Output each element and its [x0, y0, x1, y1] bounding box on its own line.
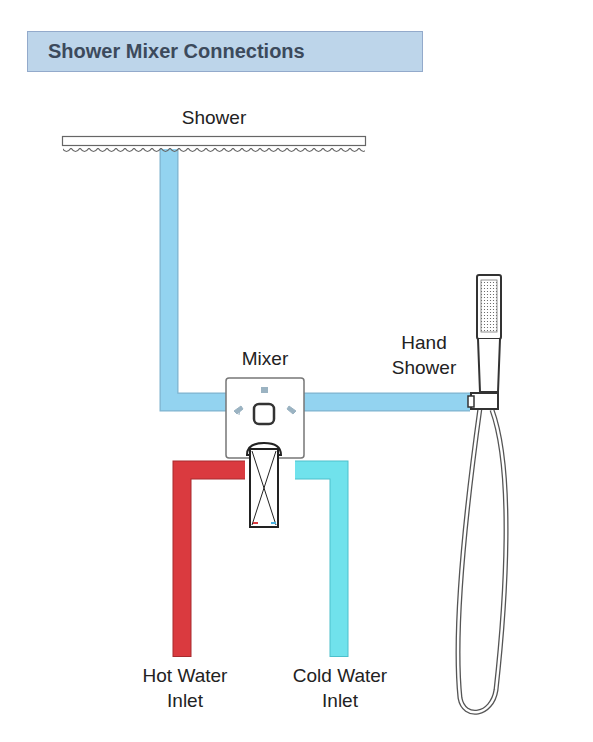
shower-plate [63, 137, 366, 146]
pipe-outline [303, 393, 470, 412]
inlet-label: Cold Water Inlet [282, 663, 398, 713]
hand-shower: Hand Shower [468, 272, 505, 412]
cold-pipe [295, 470, 339, 656]
handset-head [477, 275, 501, 339]
mixer-handle [250, 449, 278, 527]
shower-hose [458, 408, 506, 712]
mixer-valve-shape [225, 377, 305, 529]
mixer-plate [226, 378, 304, 458]
shower-head: Shower [62, 136, 366, 152]
shower-head-shape [62, 136, 366, 152]
cold-pipe [295, 470, 339, 657]
handle-lines [252, 451, 276, 525]
shower-icon [234, 406, 243, 415]
diverter-icon [261, 387, 268, 393]
hot-pipe [182, 470, 245, 656]
wall-outlet [468, 396, 474, 407]
node-label: Mixer [205, 346, 325, 371]
hot-mark [253, 522, 258, 524]
diverter-button [254, 404, 274, 424]
pipe-fill [169, 149, 227, 402]
wall-bracket [471, 393, 498, 409]
node-label: Hand Shower [382, 330, 466, 380]
handset-grip [478, 339, 500, 392]
shower-nozzles [63, 146, 365, 152]
hand-icon [287, 406, 296, 414]
cold-mark [271, 522, 276, 524]
mixer-valve: Mixer [225, 377, 305, 529]
hot-pipe [182, 470, 245, 657]
hand-shower-shape [468, 272, 505, 412]
shower-hose [458, 408, 506, 712]
node-label: Shower [144, 105, 284, 130]
pipe-fill [303, 394, 470, 411]
inlet-label: Hot Water Inlet [129, 663, 241, 713]
pipe-outline [169, 149, 227, 402]
water-pipe [169, 149, 227, 402]
title-band: Shower Mixer Connections [27, 31, 423, 72]
handset-nozzles [481, 280, 497, 332]
water-pipe [303, 402, 470, 403]
